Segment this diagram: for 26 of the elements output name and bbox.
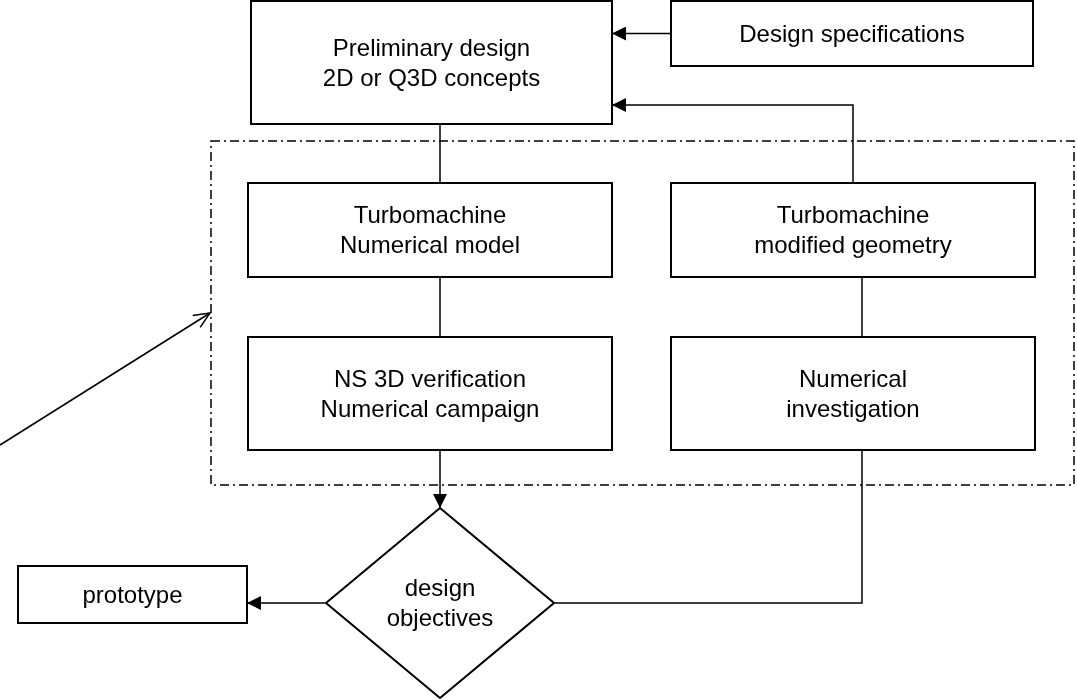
process-box bbox=[17, 565, 248, 624]
node-text: design objectives bbox=[385, 573, 495, 633]
process-box bbox=[250, 0, 613, 125]
arrow bbox=[433, 450, 447, 508]
connector-line bbox=[554, 450, 863, 604]
node-text: prototype bbox=[82, 579, 183, 610]
arrow bbox=[612, 98, 854, 183]
process-box bbox=[247, 336, 613, 451]
connector-line bbox=[439, 277, 441, 337]
node-text: Turbomachine modified geometry bbox=[753, 200, 953, 260]
node-text: NS 3D verification Numerical campaign bbox=[320, 363, 540, 424]
process-box bbox=[670, 182, 1036, 278]
node-text: Design specifications bbox=[739, 18, 965, 49]
arrow bbox=[247, 596, 326, 610]
decision-diamond bbox=[325, 507, 555, 699]
group-frame bbox=[210, 140, 1075, 486]
connector-line bbox=[439, 124, 441, 183]
node-text: Numerical investigation bbox=[785, 363, 921, 424]
process-box bbox=[670, 336, 1036, 451]
process-box bbox=[247, 182, 613, 278]
arrow bbox=[612, 26, 671, 41]
node-text: Turbomachine Numerical model bbox=[338, 200, 522, 260]
connector-line bbox=[861, 277, 863, 337]
arrow bbox=[0, 312, 211, 446]
node-text: Preliminary design 2D or Q3D concepts bbox=[321, 32, 542, 93]
process-box bbox=[670, 0, 1034, 67]
